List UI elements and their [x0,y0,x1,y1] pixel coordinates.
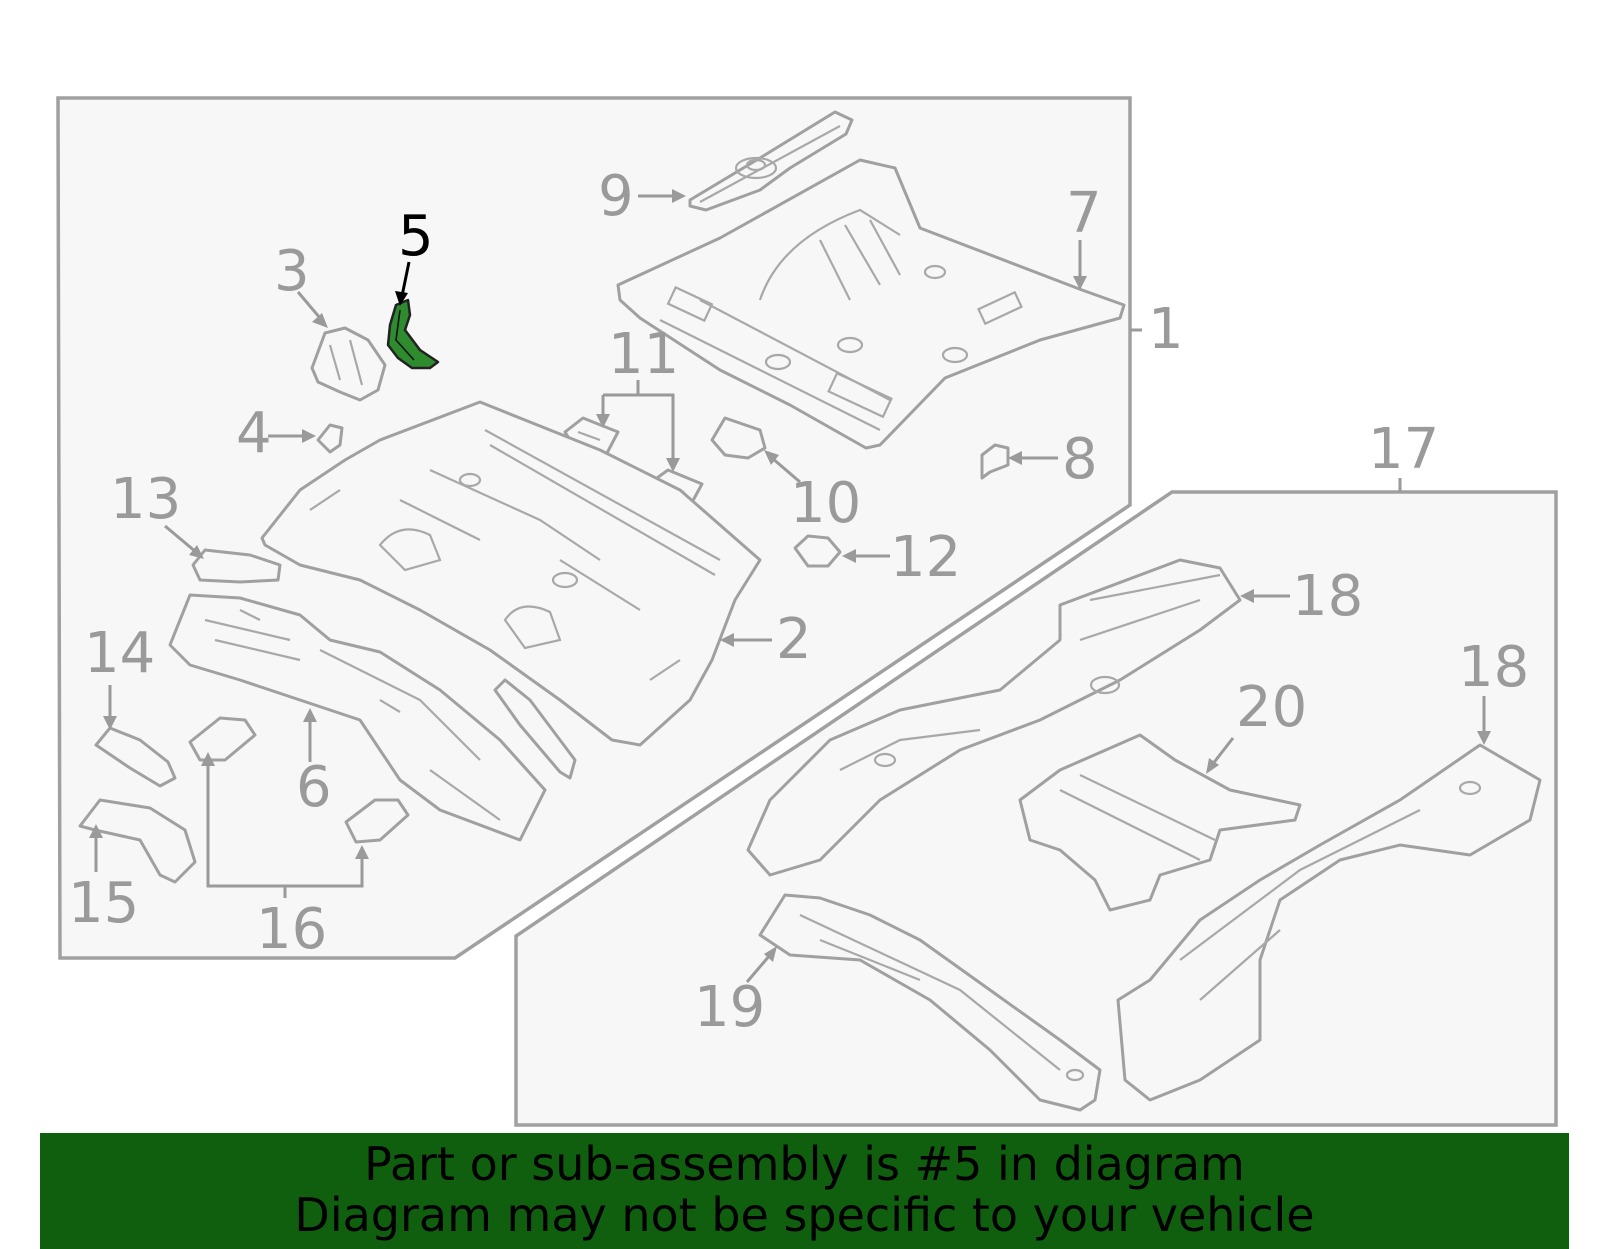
part-19-lower-rail[interactable] [758,893,1102,1112]
part-18-frame-rail-right[interactable] [1116,743,1542,1102]
callout-1: 1 [1148,297,1184,362]
callout-16: 16 [256,897,327,962]
callout-13: 13 [110,467,181,532]
part-3-bracket[interactable] [310,326,387,402]
callout-18-right: 18 [1458,635,1529,700]
callout-4: 4 [236,401,272,466]
callout-20: 20 [1236,675,1307,740]
callout-17: 17 [1368,417,1439,482]
part-16-bracket-b[interactable] [344,798,410,844]
callouts: 1 2 3 4 5 6 7 8 9 10 11 12 13 14 15 16 1… [68,164,1529,1040]
callout-2: 2 [776,607,812,672]
callout-10: 10 [790,471,861,536]
part-20-crossmember[interactable] [1018,733,1302,912]
part-9-crossmember[interactable] [688,110,854,212]
callout-18-upper: 18 [1292,564,1363,629]
part-4-clip[interactable] [316,423,344,454]
callout-12: 12 [890,525,961,590]
part-5-highlighted-bracket[interactable] [386,298,440,370]
callout-5: 5 [398,204,434,269]
part-6-rail-strip[interactable] [493,678,577,780]
banner-line-2: Diagram may not be specific to your vehi… [294,1188,1315,1242]
banner-line-1: Part or sub-assembly is #5 in diagram [364,1137,1245,1191]
callout-9: 9 [598,164,634,229]
callout-8: 8 [1062,427,1098,492]
callout-19: 19 [694,975,765,1040]
callout-11: 11 [608,322,679,387]
part-12-plug[interactable] [793,534,842,568]
part-14-bracket[interactable] [94,726,177,788]
part-2-floor-pan[interactable] [260,400,762,747]
part-18-frame-rail-upper[interactable] [746,558,1242,877]
callout-14: 14 [84,621,155,686]
callout-15: 15 [68,871,139,936]
leaders [89,189,1491,983]
callout-6: 6 [296,755,332,820]
part-6-side-member[interactable] [168,593,547,842]
callout-3: 3 [274,239,310,304]
info-banner: Part or sub-assembly is #5 in diagram Di… [40,1133,1569,1249]
part-10-bracket[interactable] [710,416,767,460]
part-13-bracket[interactable] [191,548,282,584]
part-8-bracket[interactable] [980,443,1010,480]
part-15-bracket[interactable] [78,798,197,884]
part-16-bracket-a[interactable] [188,716,257,762]
callout-7: 7 [1066,181,1102,246]
part-7-rear-floor-pan[interactable] [616,158,1126,450]
